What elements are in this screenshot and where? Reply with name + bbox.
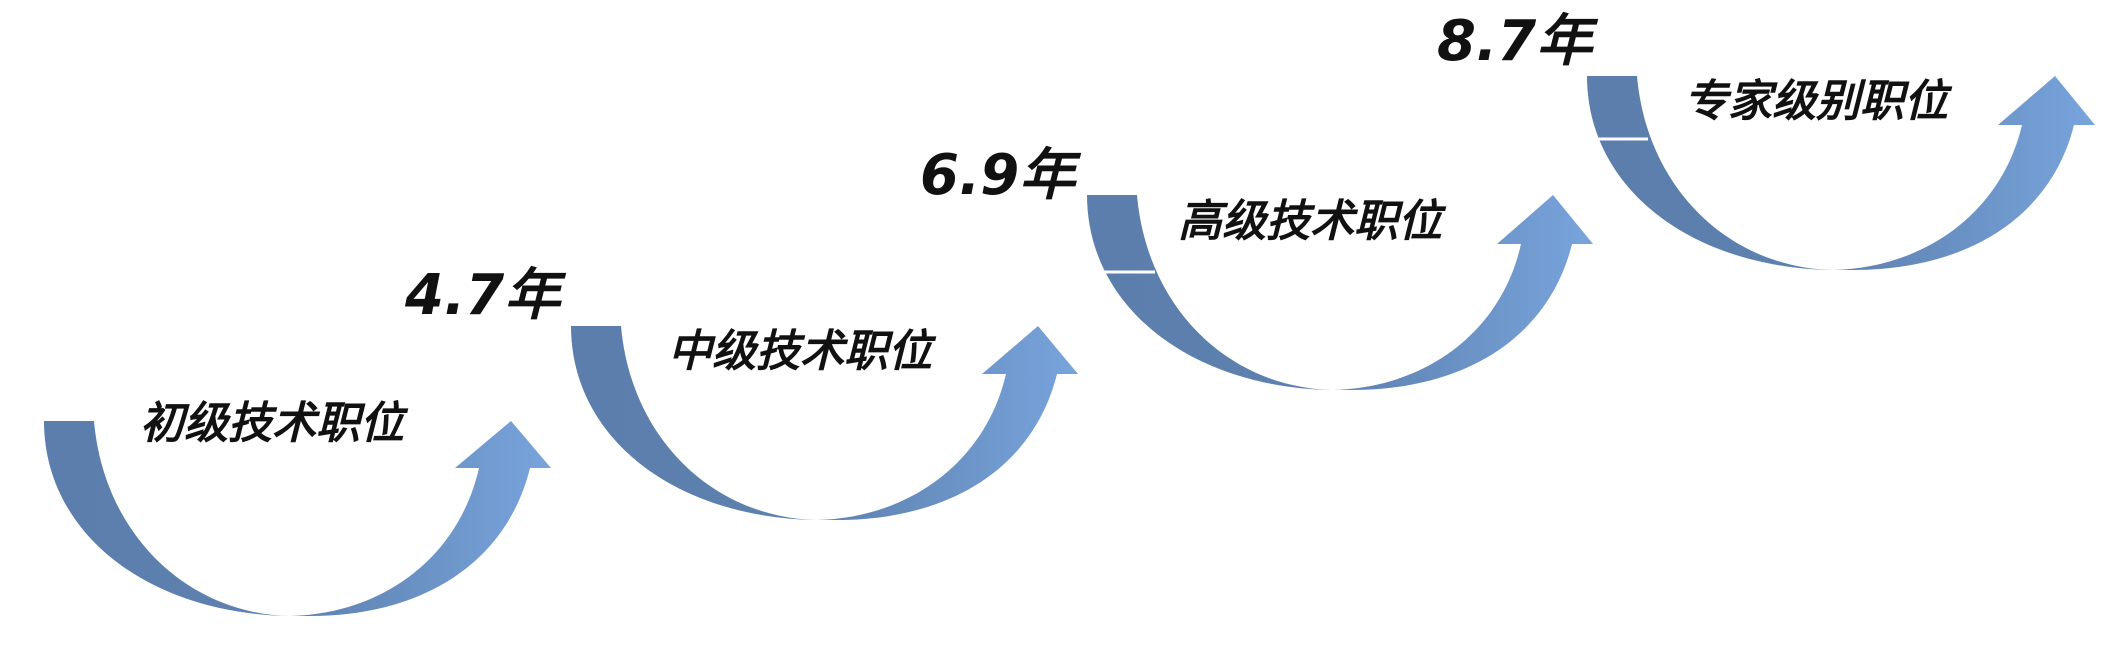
stage-arrow-1: 初级技术职位 bbox=[44, 398, 551, 616]
stage-label-2: 中级技术职位 bbox=[668, 326, 937, 377]
stage-label-3: 高级技术职位 bbox=[1178, 196, 1447, 247]
year-label-2: 6.9年 bbox=[920, 143, 1081, 208]
curved-arrow-2 bbox=[571, 326, 1078, 520]
stage-arrow-3: 高级技术职位 bbox=[1087, 195, 1593, 390]
stage-arrow-2: 中级技术职位 bbox=[571, 326, 1078, 520]
curved-arrow-1 bbox=[44, 421, 551, 616]
year-label-1: 4.7年 bbox=[404, 263, 566, 328]
year-label-3: 8.7年 bbox=[1437, 9, 1598, 74]
curved-arrow-3 bbox=[1087, 195, 1593, 390]
stage-label-1: 初级技术职位 bbox=[140, 398, 409, 449]
stage-arrow-4: 专家级别职位 bbox=[1587, 76, 2095, 270]
stage-label-4: 专家级别职位 bbox=[1684, 76, 1953, 127]
curved-arrow-4 bbox=[1587, 76, 2095, 270]
